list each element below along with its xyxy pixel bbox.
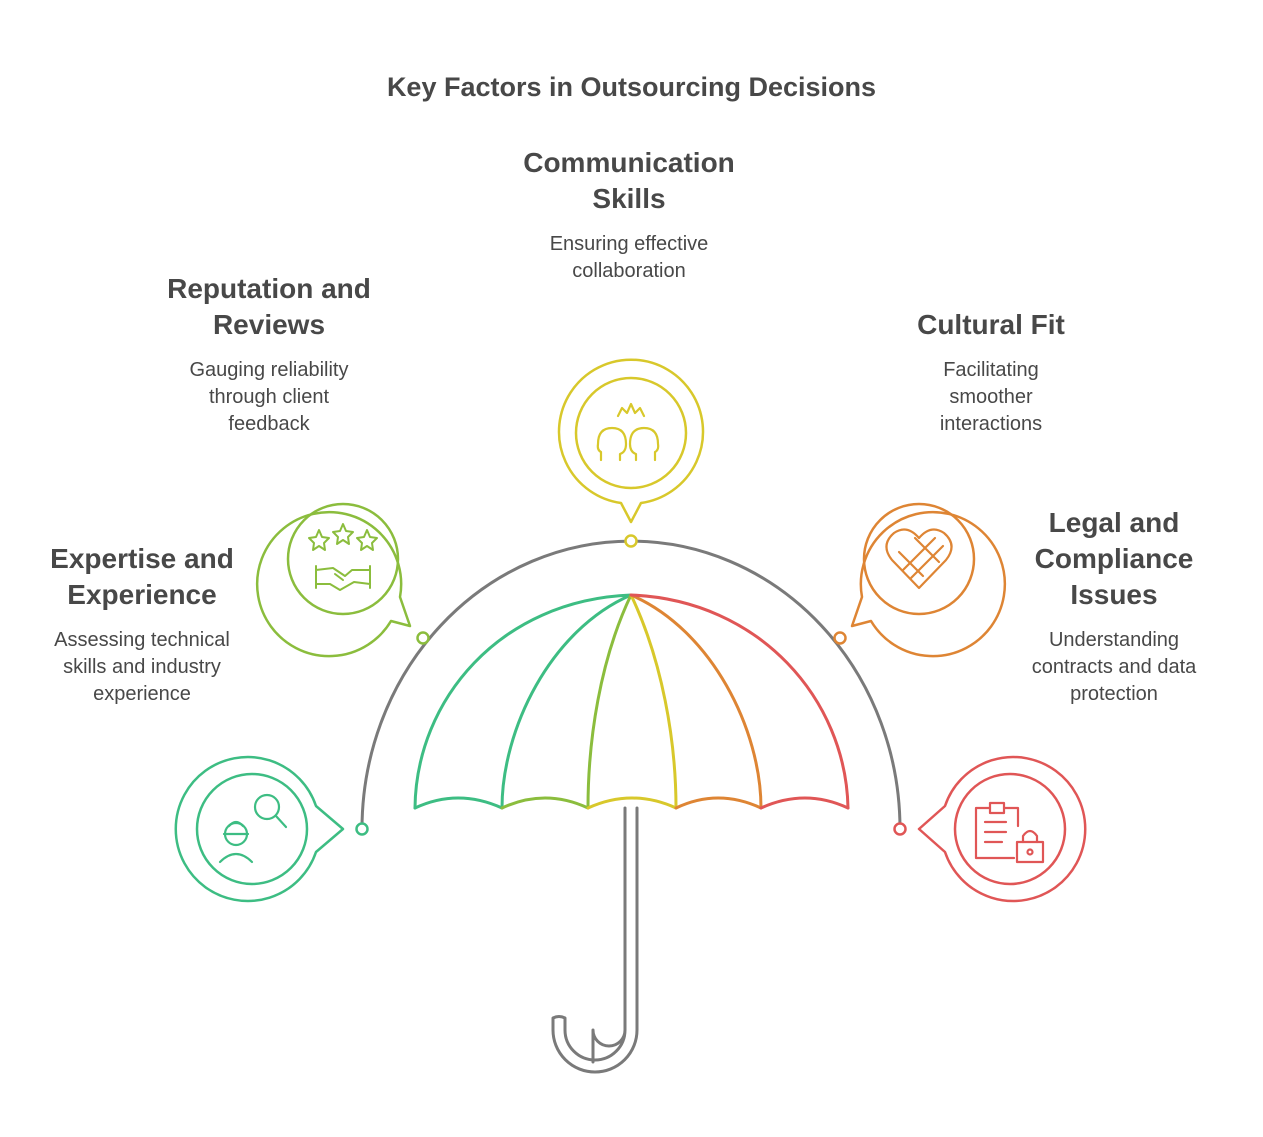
canopy-scallop-5 [759,796,850,810]
canopy-rib-6 [629,593,850,810]
stars-handshake-icon [308,523,378,591]
umbrella-handle [551,806,639,1074]
bubble-communication-inner [574,376,688,490]
heart-bandage-icon [885,528,953,590]
bubble-reputation [255,502,412,658]
factor-expertise-description: Assessing technical skills and industry … [54,629,230,705]
canopy-rib-3 [586,593,633,810]
engineer-search-icon [218,793,288,864]
factor-reputation-heading: Reputation and Reviews [167,273,371,340]
canopy-rib-4 [629,593,678,810]
people-collaboration-icon [596,402,660,462]
canopy-rib-2 [500,593,633,810]
arc-dot-reputation [416,631,430,645]
bubble-legal-inner [953,772,1067,886]
bubble-legal-outline [917,755,1087,903]
diagram-title: Key Factors in Outsourcing Decisions [386,72,877,102]
outer-arc [360,539,902,831]
arc-dot-legal [893,822,907,836]
factor-communication-description: Ensuring effective collaboration [549,233,709,282]
factor-reputation-description: Gauging reliability through client feedb… [189,359,349,435]
canopy-rib-1 [413,593,633,810]
factor-communication-heading: Communication Skills [523,147,735,214]
bubble-expertise-inner [195,772,309,886]
bubble-expertise [174,755,345,903]
bubble-legal [917,755,1087,903]
bubble-cultural-inner [862,502,976,616]
factor-cultural-description: Facilitating smoother interactions [939,359,1043,435]
bubble-expertise-outline [174,755,345,903]
factor-expertise-heading: Expertise and Experience [50,543,234,610]
clipboard-lock-icon [974,801,1045,864]
bubble-cultural-outline [850,510,1007,658]
factor-communication-text: Communication Skills Ensuring effective … [491,145,767,285]
canopy-scallop-2 [500,796,590,810]
bubble-communication [557,358,705,524]
factor-cultural-heading: Cultural Fit [917,309,1065,340]
factor-reputation-text: Reputation and Reviews Gauging reliabili… [139,271,399,438]
canopy-scallop-1 [413,796,504,810]
factor-expertise-text: Expertise and Experience Assessing techn… [22,541,262,708]
arc-dot-cultural [833,631,847,645]
bubble-reputation-inner [286,502,400,616]
canopy-rib-5 [629,593,763,810]
factor-legal-description: Understanding contracts and data protect… [1031,629,1197,705]
factor-legal-heading: Legal and Compliance Issues [1034,507,1194,610]
arc-dot-expertise [355,822,369,836]
arc-dot-communication [624,534,638,548]
factor-legal-text: Legal and Compliance Issues Understandin… [994,505,1234,708]
umbrella-canopy [413,593,850,810]
canopy-scallop-4 [674,796,763,810]
canopy-scallop-3 [586,796,678,810]
factor-cultural-text: Cultural Fit Facilitating smoother inter… [880,307,1102,438]
bubble-cultural [850,502,1007,658]
